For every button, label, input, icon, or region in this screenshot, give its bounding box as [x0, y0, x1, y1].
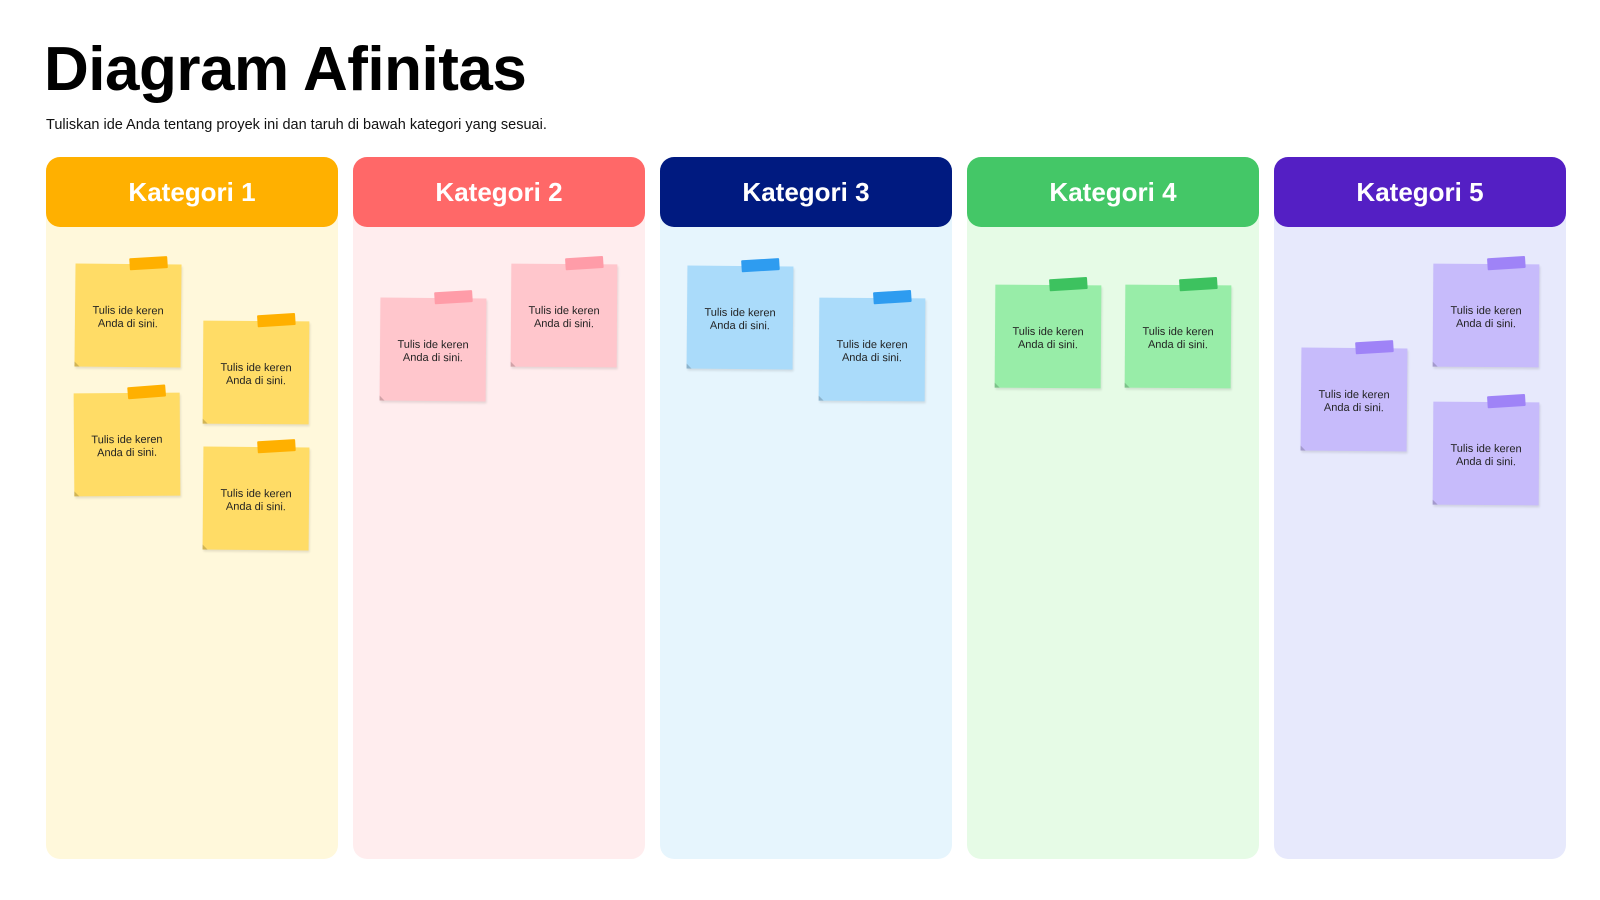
category-header-4: Kategori 4	[967, 157, 1259, 227]
category-column-5: Kategori 5 Tulis ide keren Anda di sini.…	[1274, 157, 1566, 859]
category-column-3: Kategori 3 Tulis ide keren Anda di sini.…	[660, 157, 952, 859]
tape	[1487, 255, 1526, 271]
note-text: Tulis ide keren Anda di sini.	[528, 304, 600, 330]
note-text: Tulis ide keren Anda di sini.	[1450, 304, 1522, 330]
tape	[873, 289, 912, 305]
note-text: Tulis ide keren Anda di sini.	[397, 338, 469, 364]
note-text: Tulis ide keren Anda di sini.	[1142, 325, 1214, 351]
sticky-note[interactable]: Tulis ide keren Anda di sini.	[1300, 340, 1408, 452]
category-header-1: Kategori 1	[46, 157, 338, 227]
sticky-note[interactable]: Tulis ide keren Anda di sini.	[1432, 255, 1540, 368]
category-header-5: Kategori 5	[1274, 157, 1566, 227]
sticky-note[interactable]: Tulis ide keren Anda di sini.	[1124, 276, 1232, 389]
category-title: Kategori 1	[128, 176, 256, 207]
note-fold	[74, 491, 80, 497]
note-text: Tulis ide keren Anda di sini.	[1318, 388, 1390, 414]
category-header-3: Kategori 3	[660, 157, 952, 227]
note-fold	[818, 395, 824, 401]
sticky-note[interactable]: Tulis ide keren Anda di sini.	[73, 384, 181, 497]
category-title: Kategori 5	[1356, 176, 1484, 207]
sticky-note[interactable]: Tulis ide keren Anda di sini.	[994, 276, 1102, 389]
tape	[565, 255, 604, 271]
sticky-note[interactable]: Tulis ide keren Anda di sini.	[510, 255, 618, 368]
note-fold	[74, 361, 80, 367]
tape	[741, 258, 780, 273]
note-text: Tulis ide keren Anda di sini.	[836, 338, 908, 364]
tape	[434, 290, 473, 305]
note-fold	[1300, 445, 1306, 451]
note-text: Tulis ide keren Anda di sini.	[92, 304, 164, 330]
category-column-4: Kategori 4 Tulis ide keren Anda di sini.…	[967, 157, 1259, 859]
tape	[1179, 276, 1218, 292]
note-fold	[202, 418, 208, 424]
note-fold	[1124, 382, 1130, 388]
tape	[1355, 340, 1394, 355]
sticky-note[interactable]: Tulis ide keren Anda di sini.	[1432, 393, 1540, 506]
note-text: Tulis ide keren Anda di sini.	[220, 487, 292, 513]
sticky-note[interactable]: Tulis ide keren Anda di sini.	[202, 312, 310, 425]
category-header-2: Kategori 2	[353, 157, 645, 227]
note-text: Tulis ide keren Anda di sini.	[1012, 325, 1084, 351]
note-text: Tulis ide keren Anda di sini.	[1450, 442, 1522, 468]
sticky-note[interactable]: Tulis ide keren Anda di sini.	[379, 290, 487, 402]
note-text: Tulis ide keren Anda di sini.	[704, 306, 776, 332]
note-text: Tulis ide keren Anda di sini.	[91, 433, 163, 459]
category-column-2: Kategori 2 Tulis ide keren Anda di sini.…	[353, 157, 645, 859]
note-text: Tulis ide keren Anda di sini.	[220, 361, 292, 387]
tape	[257, 312, 296, 328]
category-title: Kategori 2	[435, 176, 563, 207]
category-title: Kategori 3	[742, 176, 870, 207]
note-fold	[202, 544, 208, 550]
note-fold	[686, 363, 692, 369]
sticky-note[interactable]: Tulis ide keren Anda di sini.	[202, 439, 310, 551]
category-column-1: Kategori 1 Tulis ide keren Anda di sini.…	[46, 157, 338, 859]
sticky-note[interactable]: Tulis ide keren Anda di sini.	[686, 258, 794, 370]
sticky-note[interactable]: Tulis ide keren Anda di sini.	[818, 289, 926, 402]
tape	[1049, 276, 1088, 292]
page-title: Diagram Afinitas	[44, 35, 527, 104]
category-title: Kategori 4	[1049, 176, 1177, 207]
note-fold	[379, 395, 385, 401]
sticky-note[interactable]: Tulis ide keren Anda di sini.	[74, 256, 182, 368]
tape	[257, 439, 296, 454]
tape	[1487, 393, 1526, 409]
note-fold	[1432, 499, 1438, 505]
note-fold	[1432, 361, 1438, 367]
note-fold	[994, 382, 1000, 388]
page-subtitle: Tuliskan ide Anda tentang proyek ini dan…	[46, 117, 547, 133]
tape	[129, 256, 168, 271]
note-fold	[510, 361, 516, 367]
tape	[127, 384, 167, 400]
